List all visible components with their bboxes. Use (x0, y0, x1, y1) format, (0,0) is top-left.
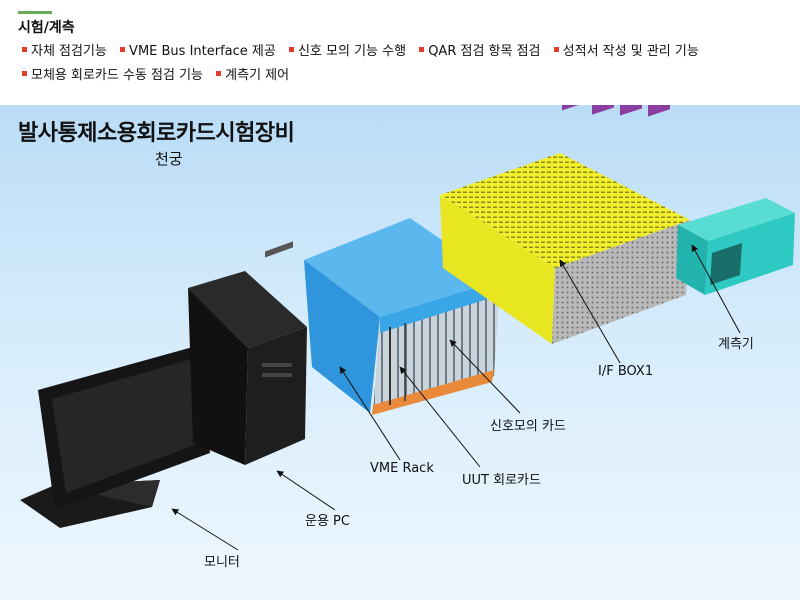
diagram-company: 천궁 (155, 150, 183, 168)
vme-rack (304, 218, 500, 415)
feature-item: 신호 모의 기능 수행 (288, 40, 406, 64)
bullet-icon (120, 47, 126, 52)
feature-list: 자체 점검기능 VME Bus Interface 제공 신호 모의 기능 수행… (22, 40, 792, 88)
bullet-icon (22, 47, 27, 52)
title-accent-rule (18, 11, 52, 14)
label-signal-card: 신호모의 카드 (490, 419, 566, 434)
bullet-icon (419, 47, 425, 52)
monitor (20, 345, 210, 528)
label-instrument: 계측기 (718, 337, 754, 352)
leader-lines (171, 244, 741, 551)
if-box (440, 105, 690, 344)
bullet-icon (22, 71, 27, 76)
section-title: 시험/계측 (18, 20, 75, 36)
feature-item: VME Bus Interface 제공 (120, 40, 276, 64)
bullet-icon (288, 47, 294, 52)
feature-item: 성적서 작성 및 관리 기능 (553, 40, 699, 64)
label-monitor: 모니터 (204, 555, 240, 570)
label-uut-card: UUT 회로카드 (462, 473, 541, 488)
label-vme-rack: VME Rack (370, 461, 434, 476)
instrument (676, 198, 795, 295)
label-if-box: I/F BOX1 (598, 364, 654, 379)
feature-item: 모체용 회로카드 수동 점검 기능 (22, 64, 203, 88)
label-operating-pc: 운용 PC (305, 514, 350, 529)
equipment-diagram (20, 105, 795, 551)
feature-item: 자체 점검기능 (22, 40, 107, 64)
operating-pc (188, 241, 307, 465)
feature-item: 계측기 제어 (216, 64, 289, 88)
bullet-icon (216, 71, 222, 76)
feature-item: QAR 점검 항목 점검 (419, 40, 541, 64)
diagram-title: 발사통제소용회로카드시험장비 (18, 121, 295, 146)
bullet-icon (553, 47, 559, 52)
